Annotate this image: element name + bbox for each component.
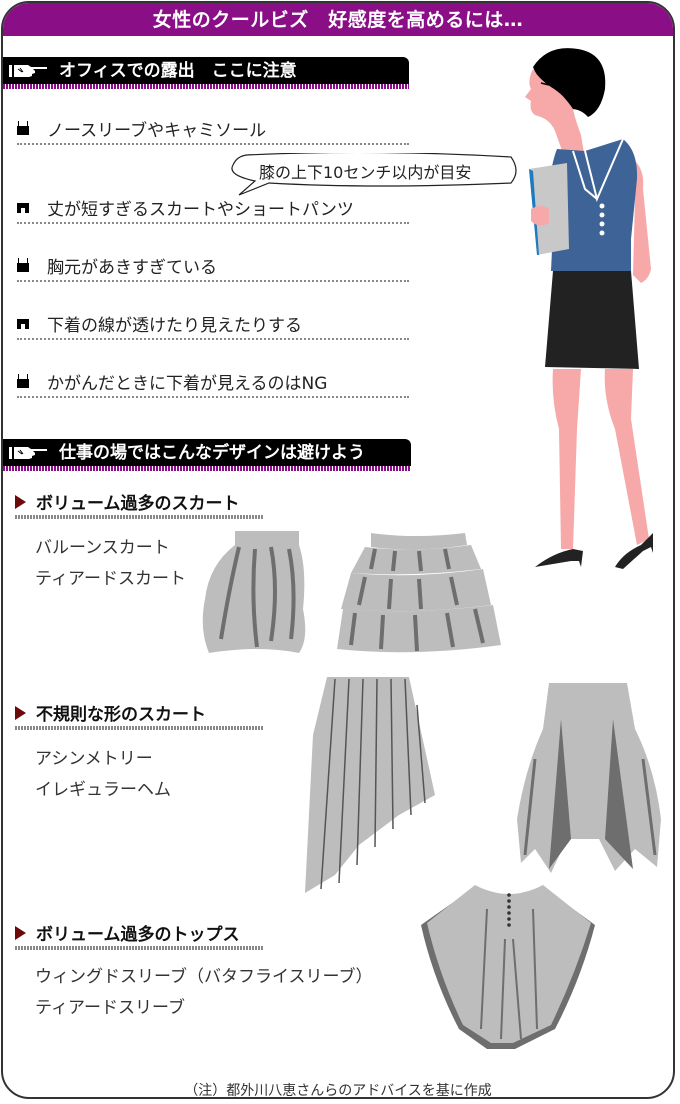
dotted-underline xyxy=(15,946,263,950)
warning-item: 丈が短すぎるスカートやショートパンツ xyxy=(17,194,409,224)
source-note: （注）都外川八恵さんらのアドバイスを基に作成 xyxy=(184,1083,492,1099)
section-header-stripe xyxy=(3,466,411,471)
section-header-label: 仕事の場ではこんなデザインは避けよう xyxy=(59,443,365,463)
subheading-voluminous-skirts: ボリューム過多のスカート xyxy=(15,489,263,519)
warning-item-label: 丈が短すぎるスカートやショートパンツ xyxy=(47,200,354,220)
subheading-label: ボリューム過多のスカート xyxy=(36,494,240,514)
subheading-irregular-skirts: 不規則な形のスカート xyxy=(15,700,263,730)
warning-item: ノースリーブやキャミソール xyxy=(17,115,409,145)
dotted-divider xyxy=(17,396,409,398)
camisole-icon xyxy=(17,258,29,272)
asymmetric-skirt-illustration xyxy=(305,677,435,893)
warning-item-label: ノースリーブやキャミソール xyxy=(47,121,267,141)
warning-item: かがんだときに下着が見えるのはNG xyxy=(17,368,409,398)
triangle-bullet-icon xyxy=(15,926,26,940)
tiered-skirt-illustration xyxy=(337,533,501,653)
design-item: ウィングドスリーブ（バタフライスリーブ） xyxy=(35,967,373,987)
warning-item: 胸元があきすぎている xyxy=(17,252,409,282)
dotted-divider xyxy=(17,338,409,340)
section-header-label: オフィスでの露出 ここに注意 xyxy=(59,61,297,81)
speech-bubble-shape xyxy=(231,153,517,196)
dotted-divider xyxy=(17,280,409,282)
warning-item-label: 下着の線が透けたり見えたりする xyxy=(47,316,302,336)
triangle-bullet-icon xyxy=(15,495,26,509)
subheading-label: 不規則な形のスカート xyxy=(36,705,206,725)
subheading-voluminous-tops: ボリューム過多のトップス xyxy=(15,920,263,950)
dotted-underline xyxy=(15,726,263,730)
design-item: バルーンスカート xyxy=(35,538,170,558)
design-item: ティアードスリーブ xyxy=(35,998,185,1018)
pointing-hand-icon xyxy=(9,447,47,459)
shorts-icon xyxy=(17,203,29,213)
warning-item: 下着の線が透けたり見えたりする xyxy=(17,310,409,340)
triangle-bullet-icon xyxy=(15,706,26,720)
dotted-underline xyxy=(15,515,263,519)
section-header-designs: 仕事の場ではこんなデザインは避けよう xyxy=(3,439,411,471)
balloon-skirt-illustration xyxy=(202,531,306,653)
design-item: イレギュラーヘム xyxy=(35,780,171,800)
irregular-hem-skirt-illustration xyxy=(517,683,661,873)
camisole-icon xyxy=(17,374,29,388)
warning-item-label: 胸元があきすぎている xyxy=(47,258,217,278)
page-title: 女性のクールビズ 好感度を高めるには… xyxy=(3,3,673,36)
section-header-exposure: オフィスでの露出 ここに注意 xyxy=(3,57,409,89)
callout-bubble: 膝の上下10センチ以内が目安 xyxy=(229,153,519,196)
design-item: アシンメトリー xyxy=(35,749,153,769)
winged-sleeve-top-illustration xyxy=(421,885,595,1049)
pointing-hand-icon xyxy=(9,65,47,77)
dotted-divider xyxy=(17,143,409,145)
shorts-icon xyxy=(17,319,29,329)
subheading-label: ボリューム過多のトップス xyxy=(36,925,240,945)
section-header-stripe xyxy=(3,84,409,89)
businesswoman-illustration xyxy=(525,48,653,569)
design-item: ティアードスカート xyxy=(35,569,186,589)
dotted-divider xyxy=(17,222,409,224)
warning-item-label: かがんだときに下着が見えるのはNG xyxy=(47,374,328,394)
camisole-icon xyxy=(17,121,29,135)
callout-text: 膝の上下10センチ以内が目安 xyxy=(259,163,472,182)
